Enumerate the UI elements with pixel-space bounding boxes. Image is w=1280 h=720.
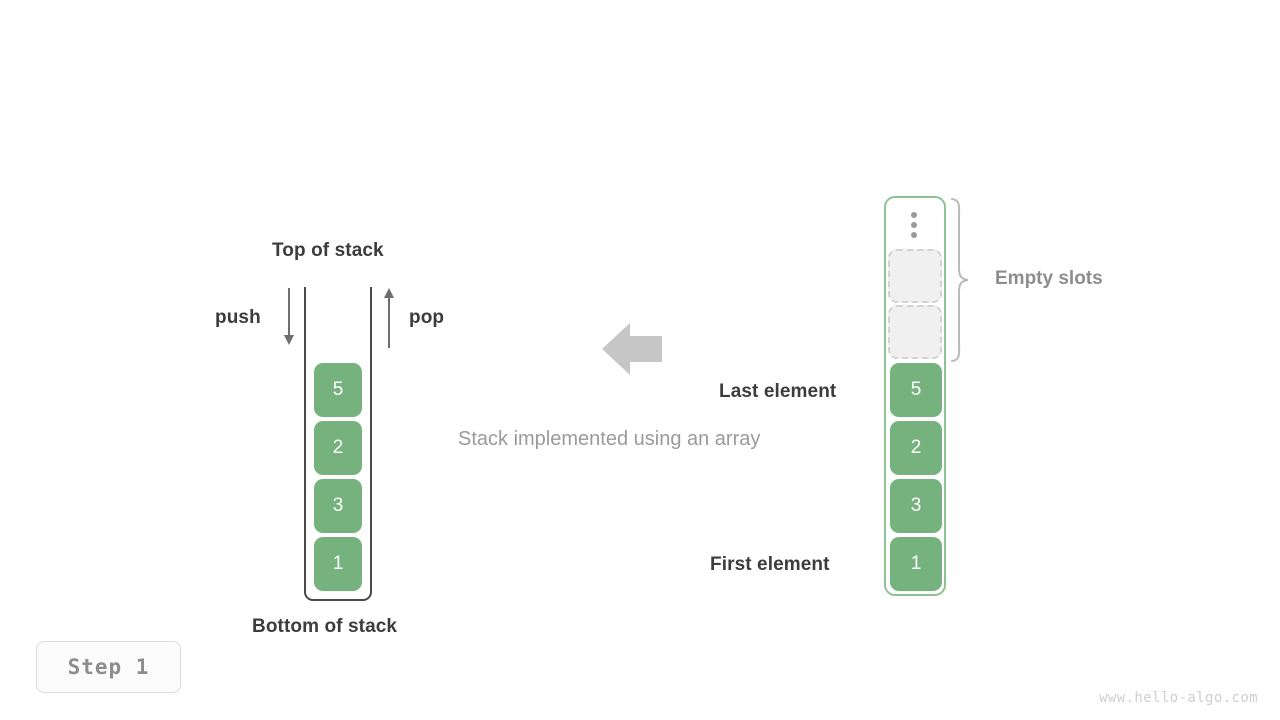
pop-arrow-head-icon <box>384 288 394 298</box>
empty-slot <box>888 305 942 359</box>
array-cell: 3 <box>890 479 942 533</box>
left-arrow-icon <box>602 321 662 382</box>
stack-cell: 2 <box>314 421 362 475</box>
stack-container <box>304 287 372 601</box>
array-cell: 2 <box>890 421 942 475</box>
bottom-of-stack-label: Bottom of stack <box>252 616 398 637</box>
empty-slots-label: Empty slots <box>995 268 1103 289</box>
watermark: www.hello-algo.com <box>1099 690 1258 706</box>
array-container <box>884 196 946 596</box>
empty-slots-brace <box>948 196 974 369</box>
first-element-label: First element <box>710 554 830 575</box>
stack-cell: 5 <box>314 363 362 417</box>
vertical-ellipsis-icon <box>910 212 918 238</box>
stack-cell: 1 <box>314 537 362 591</box>
array-cell: 1 <box>890 537 942 591</box>
last-element-label: Last element <box>719 381 837 402</box>
push-label: push <box>215 307 261 328</box>
push-arrow-head-icon <box>284 335 294 345</box>
stack-cell: 3 <box>314 479 362 533</box>
pop-label: pop <box>409 307 445 328</box>
center-caption: Stack implemented using an array <box>458 428 761 450</box>
pop-arrow-line <box>388 298 390 348</box>
empty-slot <box>888 249 942 303</box>
step-badge: Step 1 <box>36 641 181 693</box>
push-arrow-line <box>288 288 290 338</box>
top-of-stack-label: Top of stack <box>272 240 384 261</box>
array-cell: 5 <box>890 363 942 417</box>
